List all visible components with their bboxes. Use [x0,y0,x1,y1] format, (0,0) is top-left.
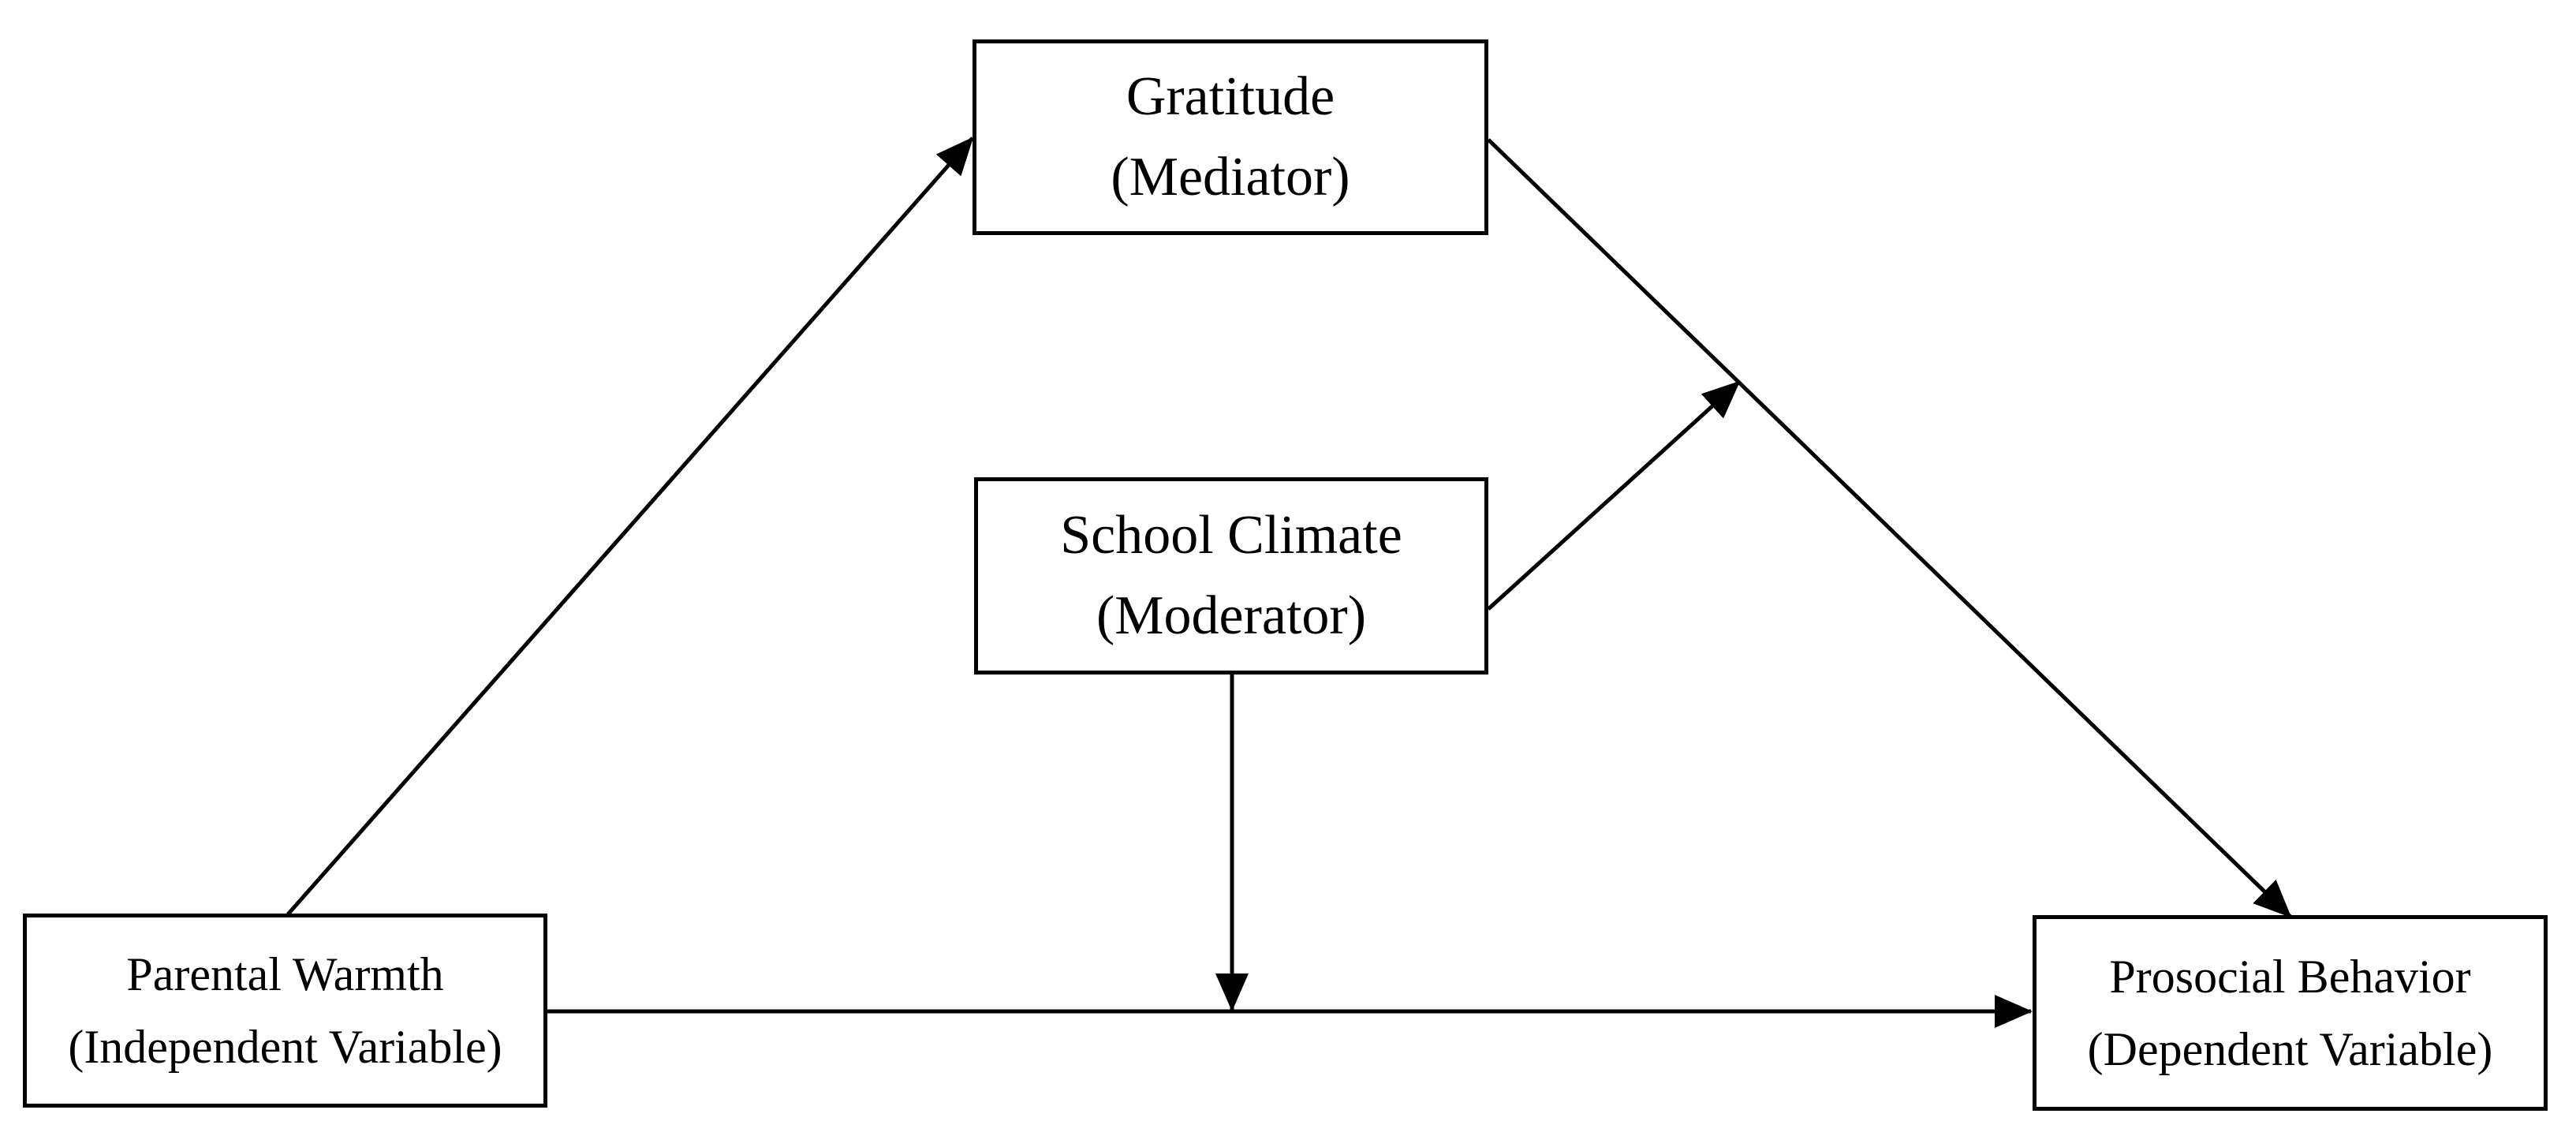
node-school-climate-role: (Moderator) [1096,585,1367,646]
node-gratitude-role: (Mediator) [1111,147,1350,207]
arrow-gratitude-to-prosocial-behavior [1487,138,2292,918]
node-parental-warmth-label: Parental Warmth [126,948,444,1000]
node-prosocial-behavior-label: Prosocial Behavior [2109,951,2471,1003]
arrow-parental-warmth-to-gratitude [286,136,974,916]
node-gratitude-label: Gratitude [1126,66,1335,127]
node-prosocial-behavior: Prosocial Behavior (Dependent Variable) [2033,915,2548,1111]
node-gratitude: Gratitude (Mediator) [973,39,1488,235]
node-parental-warmth: Parental Warmth (Independent Variable) [23,914,547,1108]
node-school-climate: School Climate (Moderator) [974,477,1488,674]
node-school-climate-label: School Climate [1060,505,1402,566]
node-parental-warmth-role: (Independent Variable) [68,1021,502,1073]
node-prosocial-behavior-role: (Dependent Variable) [2087,1023,2493,1075]
arrow-school-climate-to-mediation-path [1487,380,1741,611]
